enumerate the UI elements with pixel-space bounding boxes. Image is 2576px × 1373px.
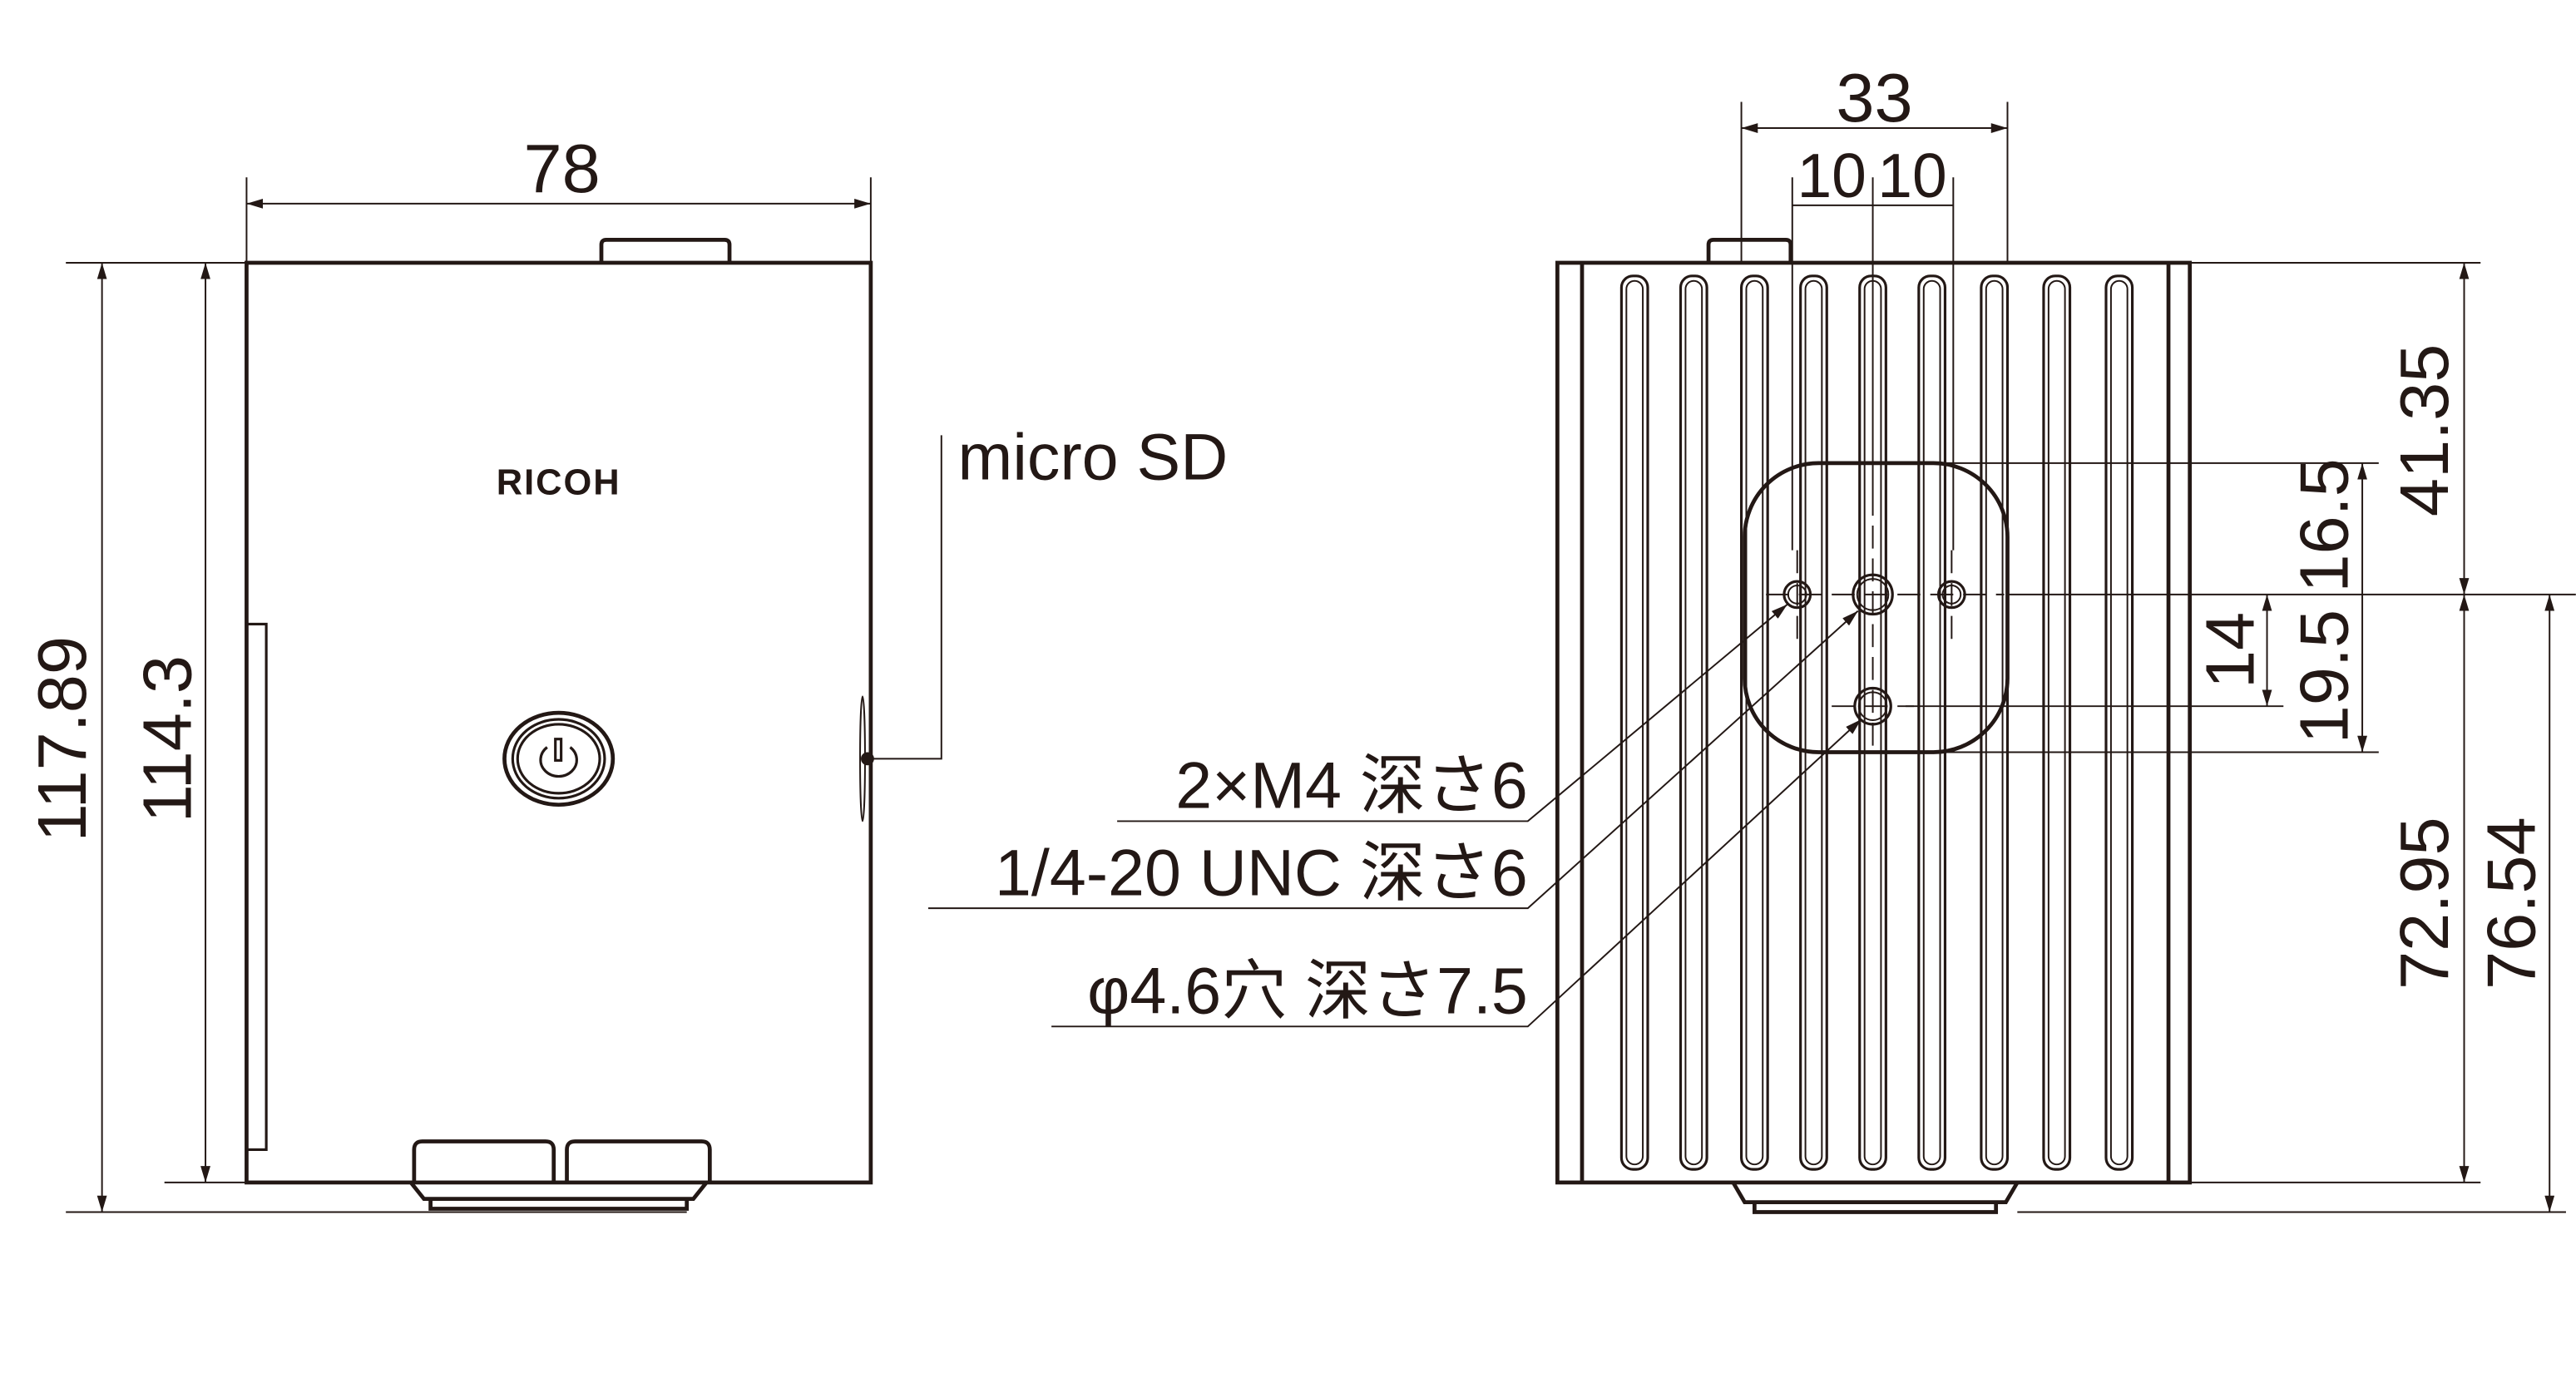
hole-spacing-dim: 14 — [2192, 612, 2269, 689]
pin-hole-callout: φ4.6穴 深さ7.5 — [1087, 954, 1528, 1028]
pin-hole-leader — [1051, 719, 1862, 1028]
front-view: RICOH micro SD 78 117.89 114.3 — [23, 130, 1229, 1213]
inner-rails — [1580, 262, 2171, 1183]
side-slot — [245, 622, 268, 1151]
pin-hole-icon — [1853, 686, 1892, 726]
m4-leader — [1117, 603, 1788, 822]
fin-slot — [1619, 274, 1649, 1171]
tripod-hole-icon — [1852, 573, 1894, 616]
power-button-icon[interactable] — [502, 710, 616, 808]
fin-slot-inner — [1745, 279, 1764, 1166]
fin-slot-inner — [1684, 279, 1703, 1166]
top-connector — [599, 237, 732, 263]
fin-slot-inner — [1922, 279, 1941, 1166]
fin-slot-inner — [1985, 279, 2004, 1166]
fin-slot — [1917, 274, 1947, 1171]
fin-slot — [1679, 274, 1708, 1171]
span-dim: 33 — [1836, 59, 1912, 136]
unc-leader — [928, 610, 1859, 910]
holes-to-bottom-dim: 72.95 — [2386, 817, 2463, 990]
base-foot — [1731, 1181, 2020, 1214]
fin-slot-inner — [2109, 279, 2129, 1166]
right-ext-lines — [1906, 261, 2576, 1213]
front-body-outline — [245, 260, 873, 1185]
pitch-left-dim: 10 — [1797, 141, 1866, 210]
mount-plate — [1743, 461, 2010, 754]
bottom-view: 33 10 10 41.35 16.5 19.5 14 72.95 76.54 … — [928, 59, 2576, 1214]
m4-hole-left-icon — [1782, 580, 1812, 610]
unc-callout: 1/4-20 UNC 深さ6 — [995, 835, 1528, 909]
top-ext-lines — [1740, 101, 2009, 551]
top-to-holes-dim: 41.35 — [2386, 344, 2463, 517]
microsd-label: micro SD — [958, 420, 1229, 494]
plate-top-dim: 16.5 — [2285, 458, 2362, 592]
microsd-leader — [867, 435, 942, 760]
width-dim: 78 — [523, 130, 600, 207]
pitch-right-dim: 10 — [1877, 141, 1946, 210]
fin-slot-inner — [1804, 279, 1823, 1166]
width-ext-lines — [245, 177, 872, 263]
m4-hole-right-icon — [1936, 580, 1966, 610]
ricoh-logo: RICOH — [497, 462, 621, 502]
total-height-dim: 117.89 — [23, 636, 101, 842]
fin-slot — [1739, 274, 1769, 1171]
m4-callout: 2×M4 深さ6 — [1175, 748, 1528, 822]
fin-slot — [1980, 274, 2010, 1171]
bottom-base — [409, 1181, 709, 1211]
center-lines — [1766, 492, 2005, 753]
holes-to-base-dim: 76.54 — [2472, 817, 2549, 990]
fin-slot-inner — [1625, 279, 1644, 1166]
plate-bottom-dim: 19.5 — [2285, 610, 2362, 743]
top-tab — [1706, 237, 1793, 263]
fin-slot — [2042, 274, 2072, 1171]
fin-slot — [2104, 274, 2134, 1171]
body-height-dim: 114.3 — [128, 655, 205, 822]
fin-slot — [1799, 274, 1828, 1171]
fin-slot-inner — [2047, 279, 2066, 1166]
bottom-feet — [412, 1139, 712, 1183]
